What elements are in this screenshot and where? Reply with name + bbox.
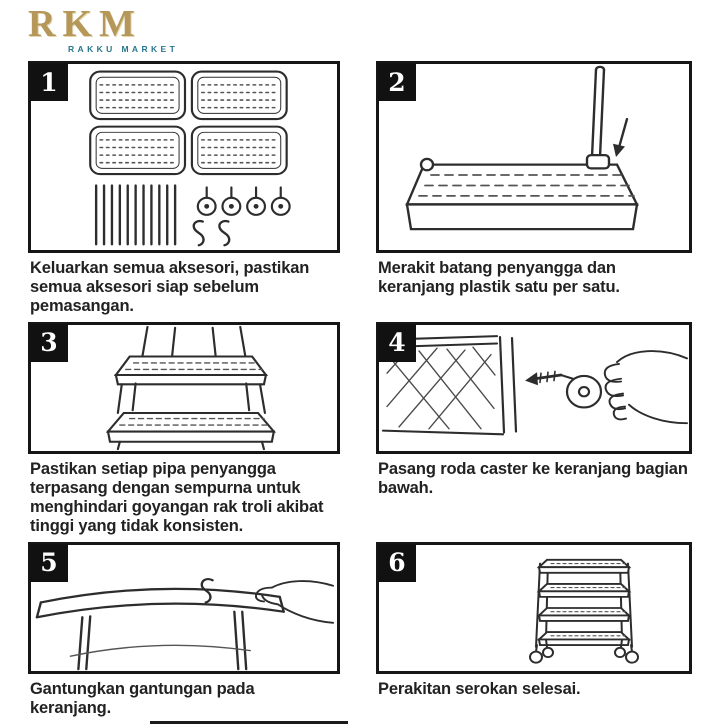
step-6-finished-trolley-illustration xyxy=(529,558,639,664)
step-6-number-badge: 6 xyxy=(378,543,416,582)
step-1-parts-illustration xyxy=(89,70,291,247)
step-2-number-badge: 2 xyxy=(378,63,416,101)
step-4-panel: 4 xyxy=(376,321,692,454)
step-5-hook-hanging-illustration xyxy=(35,577,335,671)
step-3-caption: Pastikan setiap pipa penyangga terpasang… xyxy=(30,459,324,535)
brand-tagline: RAKKU MARKET xyxy=(68,43,179,54)
brand-name: RKM xyxy=(28,3,142,45)
step-row-1: 1 xyxy=(28,61,700,316)
step-3-stacked-shelves-illustration xyxy=(105,325,277,451)
step-row-2: 3 xyxy=(28,321,700,536)
brand-logo: RKM RAKKU MARKET xyxy=(28,3,700,59)
step-2-pole-basket-illustration xyxy=(405,65,639,231)
step-1-panel: 1 xyxy=(28,61,340,253)
step-row-3: 5 xyxy=(28,541,700,718)
step-4-caption: Pasang roda caster ke keranjang bagian b… xyxy=(378,459,688,497)
step-1-caption: Keluarkan semua aksesori, pastikan semua… xyxy=(30,259,310,315)
step-4: 4 xyxy=(376,321,692,536)
step-5-caption: Gantungkan gantungan pada keranjang. xyxy=(30,679,255,717)
step-5: 5 xyxy=(28,541,340,718)
step-4-number-badge: 4 xyxy=(378,323,416,362)
step-6: 6 xyxy=(376,541,692,718)
step-4-caster-install-illustration xyxy=(379,335,688,436)
step-3: 3 xyxy=(28,321,340,536)
step-2-caption: Merakit batang penyangga dan keranjang p… xyxy=(378,259,620,296)
step-1: 1 xyxy=(28,61,340,316)
step-6-panel: 6 xyxy=(376,541,692,674)
step-5-panel: 5 xyxy=(28,541,340,674)
step-1-number-badge: 1 xyxy=(30,63,68,101)
step-3-panel: 3 xyxy=(28,321,340,454)
step-2: 2 xyxy=(376,61,692,316)
page-edge-mark xyxy=(150,721,348,724)
step-3-number-badge: 3 xyxy=(30,323,68,362)
step-6-caption: Perakitan serokan selesai. xyxy=(378,679,581,698)
step-5-number-badge: 5 xyxy=(30,543,68,582)
step-2-panel: 2 xyxy=(376,61,692,253)
